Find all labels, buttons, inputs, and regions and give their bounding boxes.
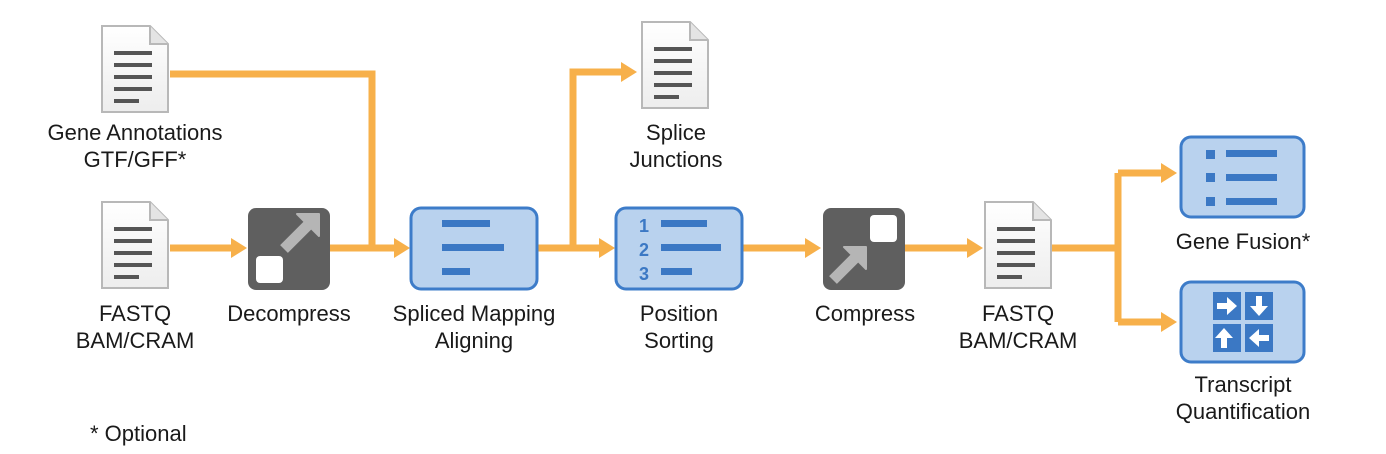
input-reads-document-icon [101, 201, 169, 289]
mapping-label: Spliced Mapping Aligning [393, 300, 556, 354]
sorting-label: Position Sorting [640, 300, 718, 354]
input-reads-label-line-1: FASTQ [98, 301, 172, 326]
quantification-label: Transcript Quantification [1176, 371, 1311, 425]
flow-connectors [170, 68, 1162, 326]
output-reads-label-line-1: FASTQ [981, 301, 1055, 326]
quantification-label-line-2: Quantification [1175, 399, 1311, 424]
annotations-label: Gene Annotations GTF/GFF* [48, 119, 223, 173]
splice-junctions-label-line-1: Splice [646, 120, 706, 145]
sort-number-2: 2 [639, 240, 649, 260]
output-reads-document-icon [984, 201, 1052, 289]
annotations-document-icon [101, 25, 169, 113]
quantification-label-line-1: Transcript [1194, 372, 1292, 397]
arrows-grid-icon [1179, 280, 1306, 364]
arrowhead-junctions [621, 62, 637, 82]
connector-mapping-to-junctions [569, 68, 622, 248]
arrowhead-gene-fusion [1161, 163, 1177, 183]
compress-label: Compress [815, 300, 915, 327]
flow-arrowheads [231, 62, 1177, 332]
output-reads-label: FASTQ BAM/CRAM [959, 300, 1078, 354]
gene-fusion-label: Gene Fusion* [1176, 228, 1311, 255]
arrowhead-decompress [231, 238, 247, 258]
annotations-label-line-1: Gene Annotations [47, 120, 223, 145]
splice-junctions-label: Splice Junctions [630, 119, 723, 173]
mapping-label-line-1: Spliced Mapping [392, 301, 556, 326]
splice-junctions-label-line-2: Junctions [629, 147, 723, 172]
sorting-label-line-2: Sorting [644, 328, 714, 353]
input-reads-label-line-2: BAM/CRAM [75, 328, 195, 353]
decompress-icon [248, 208, 330, 290]
compress-label-line-1: Compress [814, 301, 916, 326]
annotations-label-line-2: GTF/GFF* [83, 147, 187, 172]
arrowhead-output-reads [967, 238, 983, 258]
connector-reads-to-outputs [1051, 169, 1162, 326]
arrowhead-sorting [599, 238, 615, 258]
gene-fusion-label-line-1: Gene Fusion* [1175, 229, 1311, 254]
decompress-label-line-1: Decompress [227, 301, 351, 326]
input-reads-label: FASTQ BAM/CRAM [76, 300, 195, 354]
footnote: * Optional [90, 421, 187, 446]
output-reads-label-line-2: BAM/CRAM [958, 328, 1078, 353]
arrowhead-compress [805, 238, 821, 258]
compress-icon [823, 208, 905, 290]
bulleted-list-icon [1179, 135, 1306, 219]
sort-number-3: 3 [639, 264, 649, 284]
sorted-list-icon: 1 2 3 [614, 206, 744, 291]
splice-junctions-document-icon [641, 21, 709, 109]
mapping-label-line-2: Aligning [434, 328, 514, 353]
decompress-label: Decompress [227, 300, 350, 327]
arrowhead-mapping [394, 238, 410, 258]
alignment-icon [409, 206, 539, 291]
sort-number-1: 1 [639, 216, 649, 236]
sorting-label-line-1: Position [639, 301, 719, 326]
connector-annotations-to-mapping [170, 70, 376, 248]
arrowhead-quantification [1161, 312, 1177, 332]
